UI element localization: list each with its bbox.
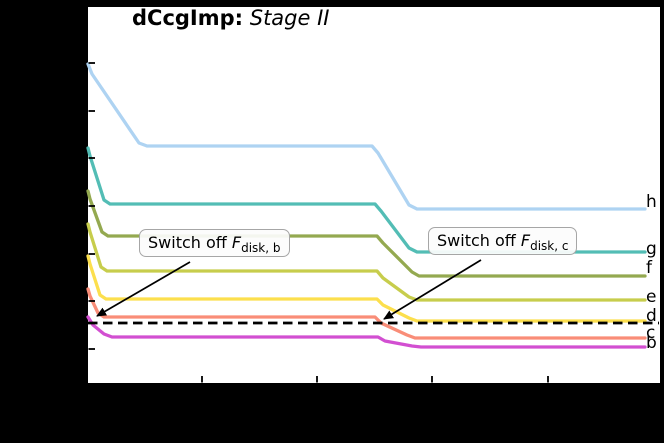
- title-suffix: Stage II: [243, 6, 330, 30]
- series-line-d: [86, 254, 647, 323]
- series-lines: [86, 62, 647, 349]
- annotation-arrow-1: [96, 261, 191, 317]
- annotation-c-subscript: disk, c: [530, 239, 569, 254]
- annotation-switch-off-fdisk-c: Switch off Fdisk, c: [428, 227, 578, 255]
- annotation-c-symbol: F: [520, 231, 531, 250]
- series-label-e: e: [646, 287, 657, 307]
- series-label-c: c: [646, 323, 656, 343]
- annotation-arrow-2: [383, 259, 482, 320]
- series-line-e: [86, 222, 647, 302]
- axis-ticks: [88, 62, 549, 383]
- series-label-b: b: [646, 333, 657, 353]
- series-label-f: f: [646, 258, 652, 278]
- series-label-h: h: [646, 192, 657, 212]
- annotation-b-symbol: F: [231, 233, 242, 252]
- series-label-d: d: [646, 306, 657, 326]
- series-line-h: [86, 62, 647, 211]
- series-line-g: [86, 146, 647, 254]
- annotation-switch-off-fdisk-b: Switch off Fdisk, b: [139, 229, 290, 257]
- title-prefix: dCcgImp:: [132, 6, 244, 30]
- annotation-arrows: [96, 259, 482, 320]
- annotation-b-text: Switch off: [148, 233, 232, 252]
- plot-title: dCcgImp: Stage II: [132, 6, 329, 30]
- series-line-b: [86, 315, 647, 349]
- annotation-b-subscript: disk, b: [241, 241, 281, 256]
- annotation-c-text: Switch off: [437, 231, 521, 250]
- series-line-c: [86, 287, 647, 340]
- series-label-g: g: [646, 239, 657, 259]
- series-line-f: [86, 189, 647, 278]
